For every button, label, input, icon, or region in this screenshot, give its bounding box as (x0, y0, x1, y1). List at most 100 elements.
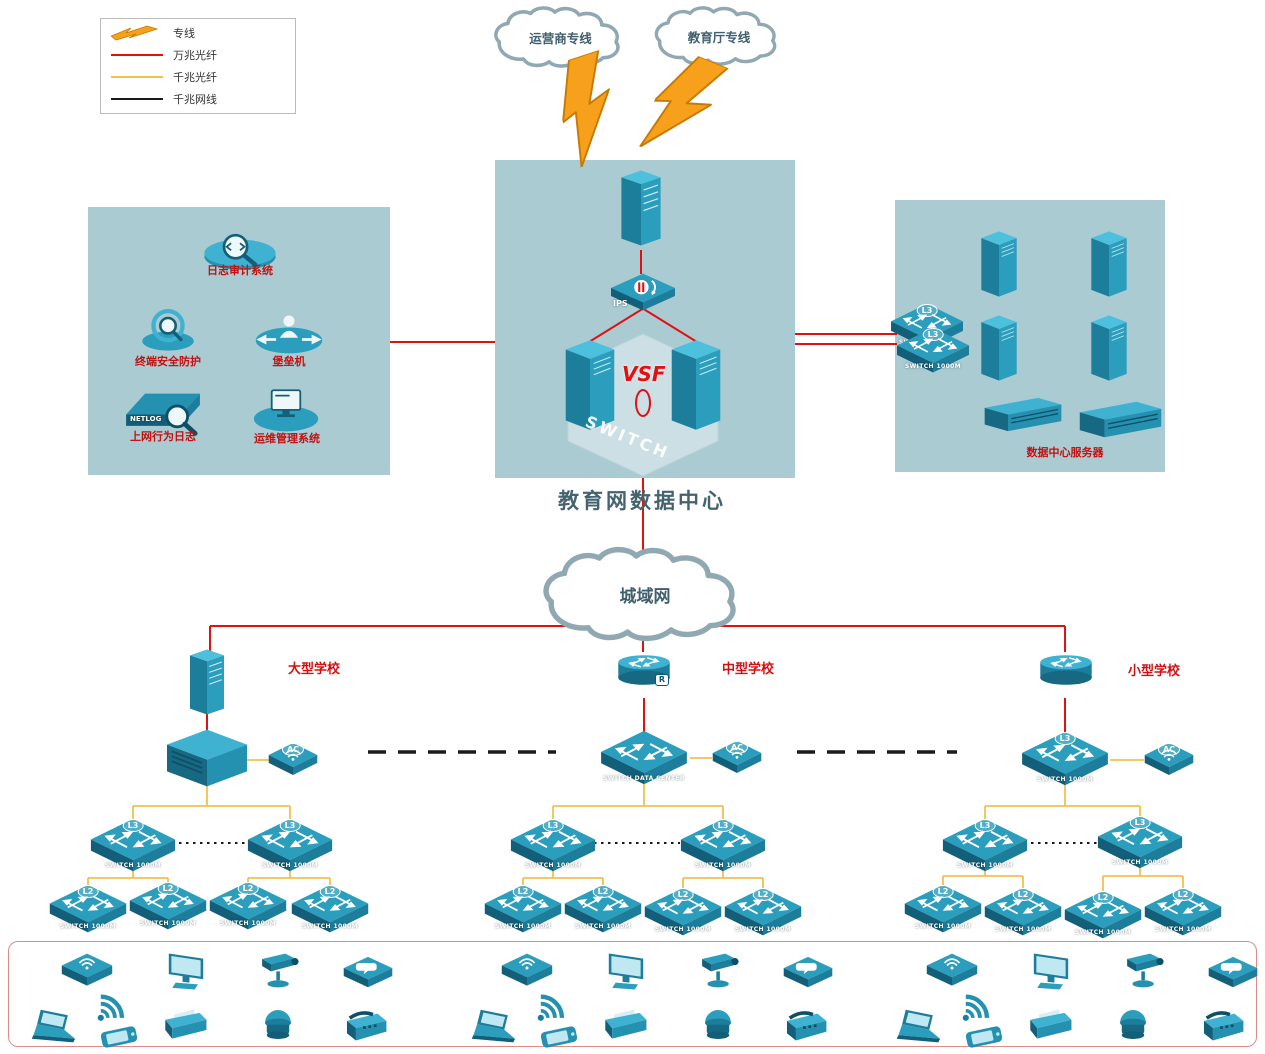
legend-label: 专线 (173, 27, 195, 40)
l3-switch[interactable]: L3 SWITCH 1000M (680, 818, 766, 873)
l3-badge: L3 (974, 819, 996, 832)
l3-switch[interactable]: L3 SWITCH 1000M (510, 818, 596, 873)
l2-switch[interactable]: L2 SWITCH 1000M (129, 881, 207, 931)
l2-switch[interactable]: L2 SWITCH 1000M (644, 887, 722, 937)
l2-switch[interactable]: L2 SWITCH 1000M (904, 884, 982, 934)
datacenter-switch[interactable]: L3 SWITCH 1000M (896, 327, 970, 374)
cloud-label: 城域网 (619, 586, 671, 607)
switch-label: SWITCH 1000M (104, 862, 162, 870)
access-controller[interactable]: AC (712, 740, 762, 776)
core-switch[interactable]: SWITCH DATA CENTER (600, 730, 688, 786)
bastion-host-icon[interactable] (252, 310, 326, 358)
l2-switch[interactable]: L2 SWITCH 1000M (49, 884, 127, 934)
l2-badge: L2 (319, 885, 341, 898)
netlog-title: NETLOG (130, 415, 162, 423)
smartphone-icon[interactable] (961, 1022, 1007, 1052)
wireless-ap-icon[interactable] (500, 952, 554, 989)
wifi-signal-icon[interactable] (957, 986, 1001, 1025)
core-server-b[interactable] (668, 338, 724, 432)
fax-phone-icon[interactable] (778, 1010, 830, 1046)
ops-mgmt-icon[interactable] (250, 384, 322, 434)
switch-label: SWITCH 1000M (1036, 776, 1094, 784)
messaging-device-icon[interactable] (342, 955, 394, 990)
l2-badge: L2 (512, 885, 534, 898)
laptop-icon[interactable] (468, 1008, 526, 1046)
fax-phone-icon[interactable] (1195, 1010, 1247, 1046)
netlog-icon[interactable]: NETLOG (122, 388, 204, 441)
fax-phone-icon[interactable] (338, 1010, 390, 1046)
wifi-signal-icon[interactable] (532, 986, 576, 1025)
server-tower[interactable] (1088, 230, 1130, 298)
smartphone-icon[interactable] (96, 1022, 142, 1052)
l3-badge: L3 (916, 304, 938, 317)
l2-switch[interactable]: L2 SWITCH 1000M (291, 884, 369, 934)
l2-switch[interactable]: L2 SWITCH 1000M (564, 884, 642, 934)
l3-switch[interactable]: L3 SWITCH 1000M (942, 818, 1028, 873)
l2-switch[interactable]: L2 SWITCH 1000M (209, 881, 287, 931)
printer-icon[interactable] (1025, 1006, 1075, 1042)
ac-badge: AC (281, 743, 305, 756)
desktop-monitor-icon[interactable] (600, 950, 652, 993)
switch-label: SWITCH 1000M (301, 923, 359, 931)
printer-icon[interactable] (600, 1006, 650, 1042)
l3-badge: L3 (1129, 816, 1151, 829)
dome-camera-icon[interactable] (1113, 1004, 1153, 1042)
l3-switch[interactable]: L3 SWITCH 1000M (247, 818, 333, 873)
switch-label: SWITCH 1000M (1111, 859, 1169, 867)
wireless-ap-icon[interactable] (925, 952, 979, 989)
dome-camera-icon[interactable] (698, 1004, 738, 1042)
switch-label: SWITCH 1000M (494, 923, 552, 931)
net-behavior-log-label: 上网行为日志 (130, 430, 196, 443)
terminal-security-icon[interactable] (138, 306, 198, 354)
server-tower[interactable] (978, 230, 1020, 298)
desktop-monitor-icon[interactable] (1025, 950, 1077, 993)
router[interactable]: R (615, 652, 673, 688)
black-line-sample (111, 98, 163, 100)
yellow-line-sample (111, 76, 163, 78)
messaging-device-icon[interactable] (782, 955, 834, 990)
wifi-signal-icon[interactable] (92, 986, 136, 1025)
l3-badge: L3 (279, 819, 301, 832)
large-school-gateway[interactable] (186, 648, 228, 716)
log-audit-label: 日志审计系统 (207, 264, 273, 277)
server-tower[interactable] (978, 314, 1020, 382)
cloud-label: 教育厅专线 (687, 29, 751, 45)
l2-badge: L2 (752, 888, 774, 901)
l3-switch[interactable]: L3 SWITCH 1000M (90, 818, 176, 873)
desktop-monitor-icon[interactable] (160, 950, 212, 993)
l2-switch[interactable]: L2 SWITCH 1000M (484, 884, 562, 934)
legend-item: 万兆光纤 (111, 47, 285, 63)
messaging-device-icon[interactable] (1207, 955, 1259, 990)
switch-label: SWITCH 1000M (914, 923, 972, 931)
man-cloud[interactable]: 城域网 (535, 545, 755, 643)
laptop-icon[interactable] (893, 1008, 951, 1046)
education-line-cloud[interactable]: 教育厅专线 (643, 5, 795, 67)
l2-switch[interactable]: L2 SWITCH 1000M (984, 887, 1062, 937)
l2-switch[interactable]: L2 SWITCH 1000M (724, 887, 802, 937)
printer-icon[interactable] (160, 1006, 210, 1042)
wireless-ap-icon[interactable] (60, 952, 114, 989)
ptz-camera-icon[interactable] (695, 950, 743, 991)
large-school-core-server[interactable] (165, 728, 249, 788)
router[interactable] (1037, 652, 1095, 688)
operator-line-cloud[interactable]: 运营商专线 (483, 5, 638, 69)
switch-label: SWITCH 1000M (994, 926, 1052, 934)
l2-switch[interactable]: L2 SWITCH 1000M (1144, 887, 1222, 937)
core-firewall[interactable] (618, 168, 664, 248)
access-controller[interactable]: AC (268, 742, 318, 778)
switch-label: SWITCH 1000M (59, 923, 117, 931)
l2-switch[interactable]: L2 SWITCH 1000M (1064, 890, 1142, 940)
server-tower[interactable] (1088, 314, 1130, 382)
core-switch[interactable]: L3 SWITCH 1000M (1021, 731, 1109, 787)
rack-server[interactable] (1078, 400, 1163, 439)
smartphone-icon[interactable] (536, 1022, 582, 1052)
laptop-icon[interactable] (28, 1008, 86, 1046)
l3-switch[interactable]: L3 SWITCH 1000M (1097, 815, 1183, 870)
rack-server[interactable] (983, 396, 1063, 433)
access-controller[interactable]: AC (1144, 742, 1194, 778)
ptz-camera-icon[interactable] (1120, 950, 1168, 991)
ptz-camera-icon[interactable] (255, 950, 303, 991)
legend-label: 千兆网线 (173, 93, 217, 106)
dome-camera-icon[interactable] (258, 1004, 298, 1042)
ips-device[interactable]: IPS (609, 272, 677, 312)
